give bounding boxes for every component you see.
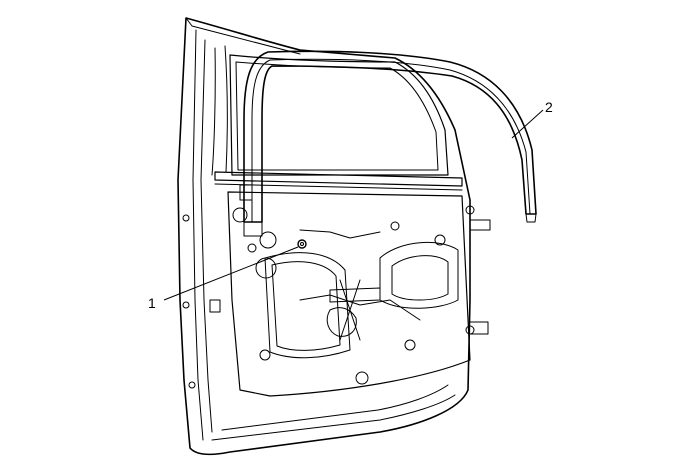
leader-line-2 [511,109,544,139]
callout-label-1: 1 [148,295,156,311]
weatherstrip-channel [243,50,537,237]
leader-line-1 [163,246,299,301]
callout-label-2: 2 [545,99,553,115]
leader-lines [163,109,544,301]
door-shell [177,17,471,456]
regulator-panel [182,184,491,397]
